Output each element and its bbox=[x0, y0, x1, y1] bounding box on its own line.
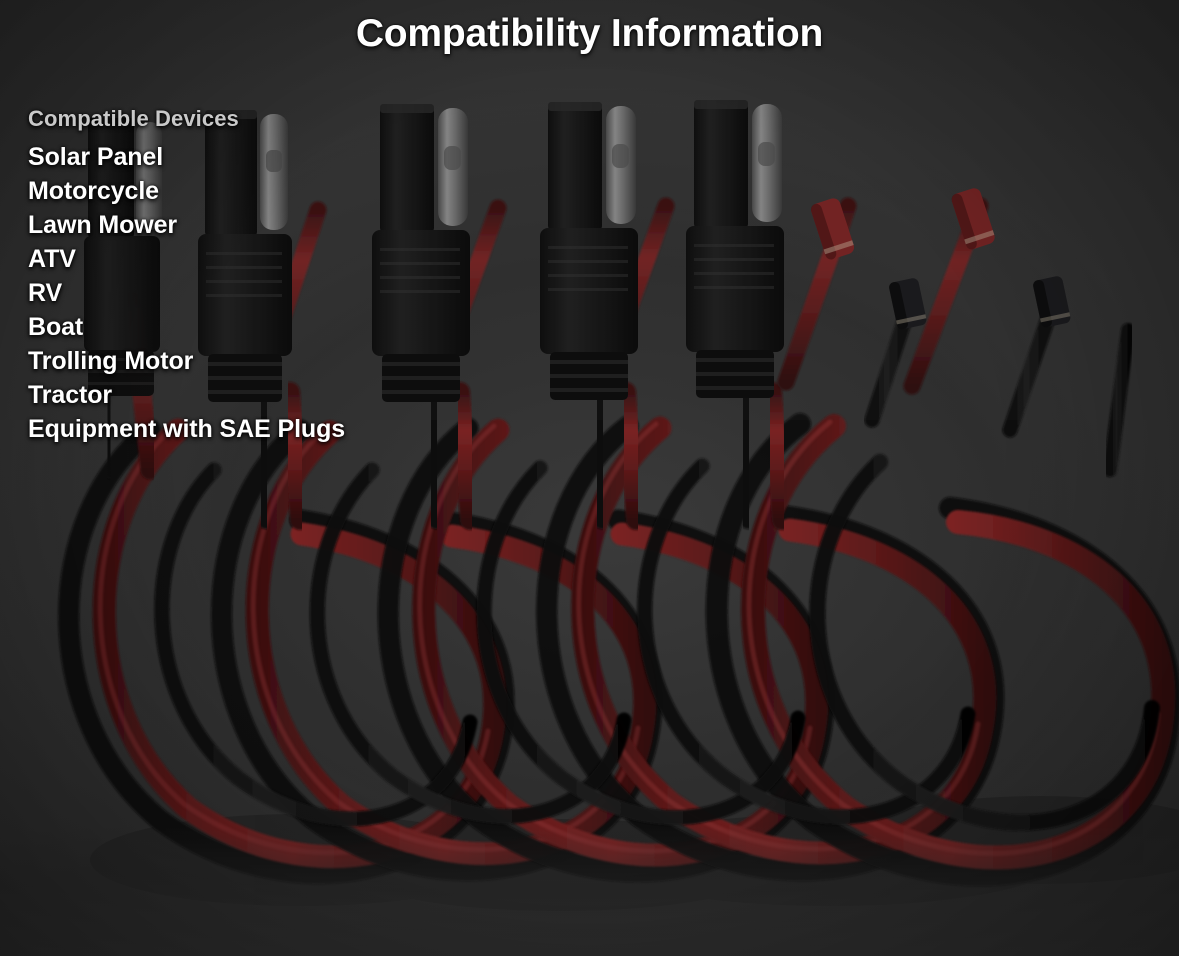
device-item: ATV bbox=[28, 245, 76, 273]
device-item: Lawn Mower bbox=[28, 211, 178, 239]
page-title: Compatibility Information bbox=[355, 12, 824, 55]
device-item: Boat bbox=[28, 313, 84, 341]
compatible-devices-panel: Compatible Devices Solar Panel Motorcycl… bbox=[28, 104, 458, 446]
device-item: Solar Panel bbox=[28, 143, 164, 171]
device-item: RV bbox=[28, 279, 63, 307]
device-item: Tractor bbox=[28, 381, 113, 409]
device-item: Equipment with SAE Plugs bbox=[28, 415, 346, 443]
floor-shadow bbox=[0, 826, 1179, 956]
device-item: Motorcycle bbox=[28, 177, 159, 205]
compatible-devices-heading: Compatible Devices bbox=[28, 106, 239, 131]
device-item: Trolling Motor bbox=[28, 347, 194, 375]
